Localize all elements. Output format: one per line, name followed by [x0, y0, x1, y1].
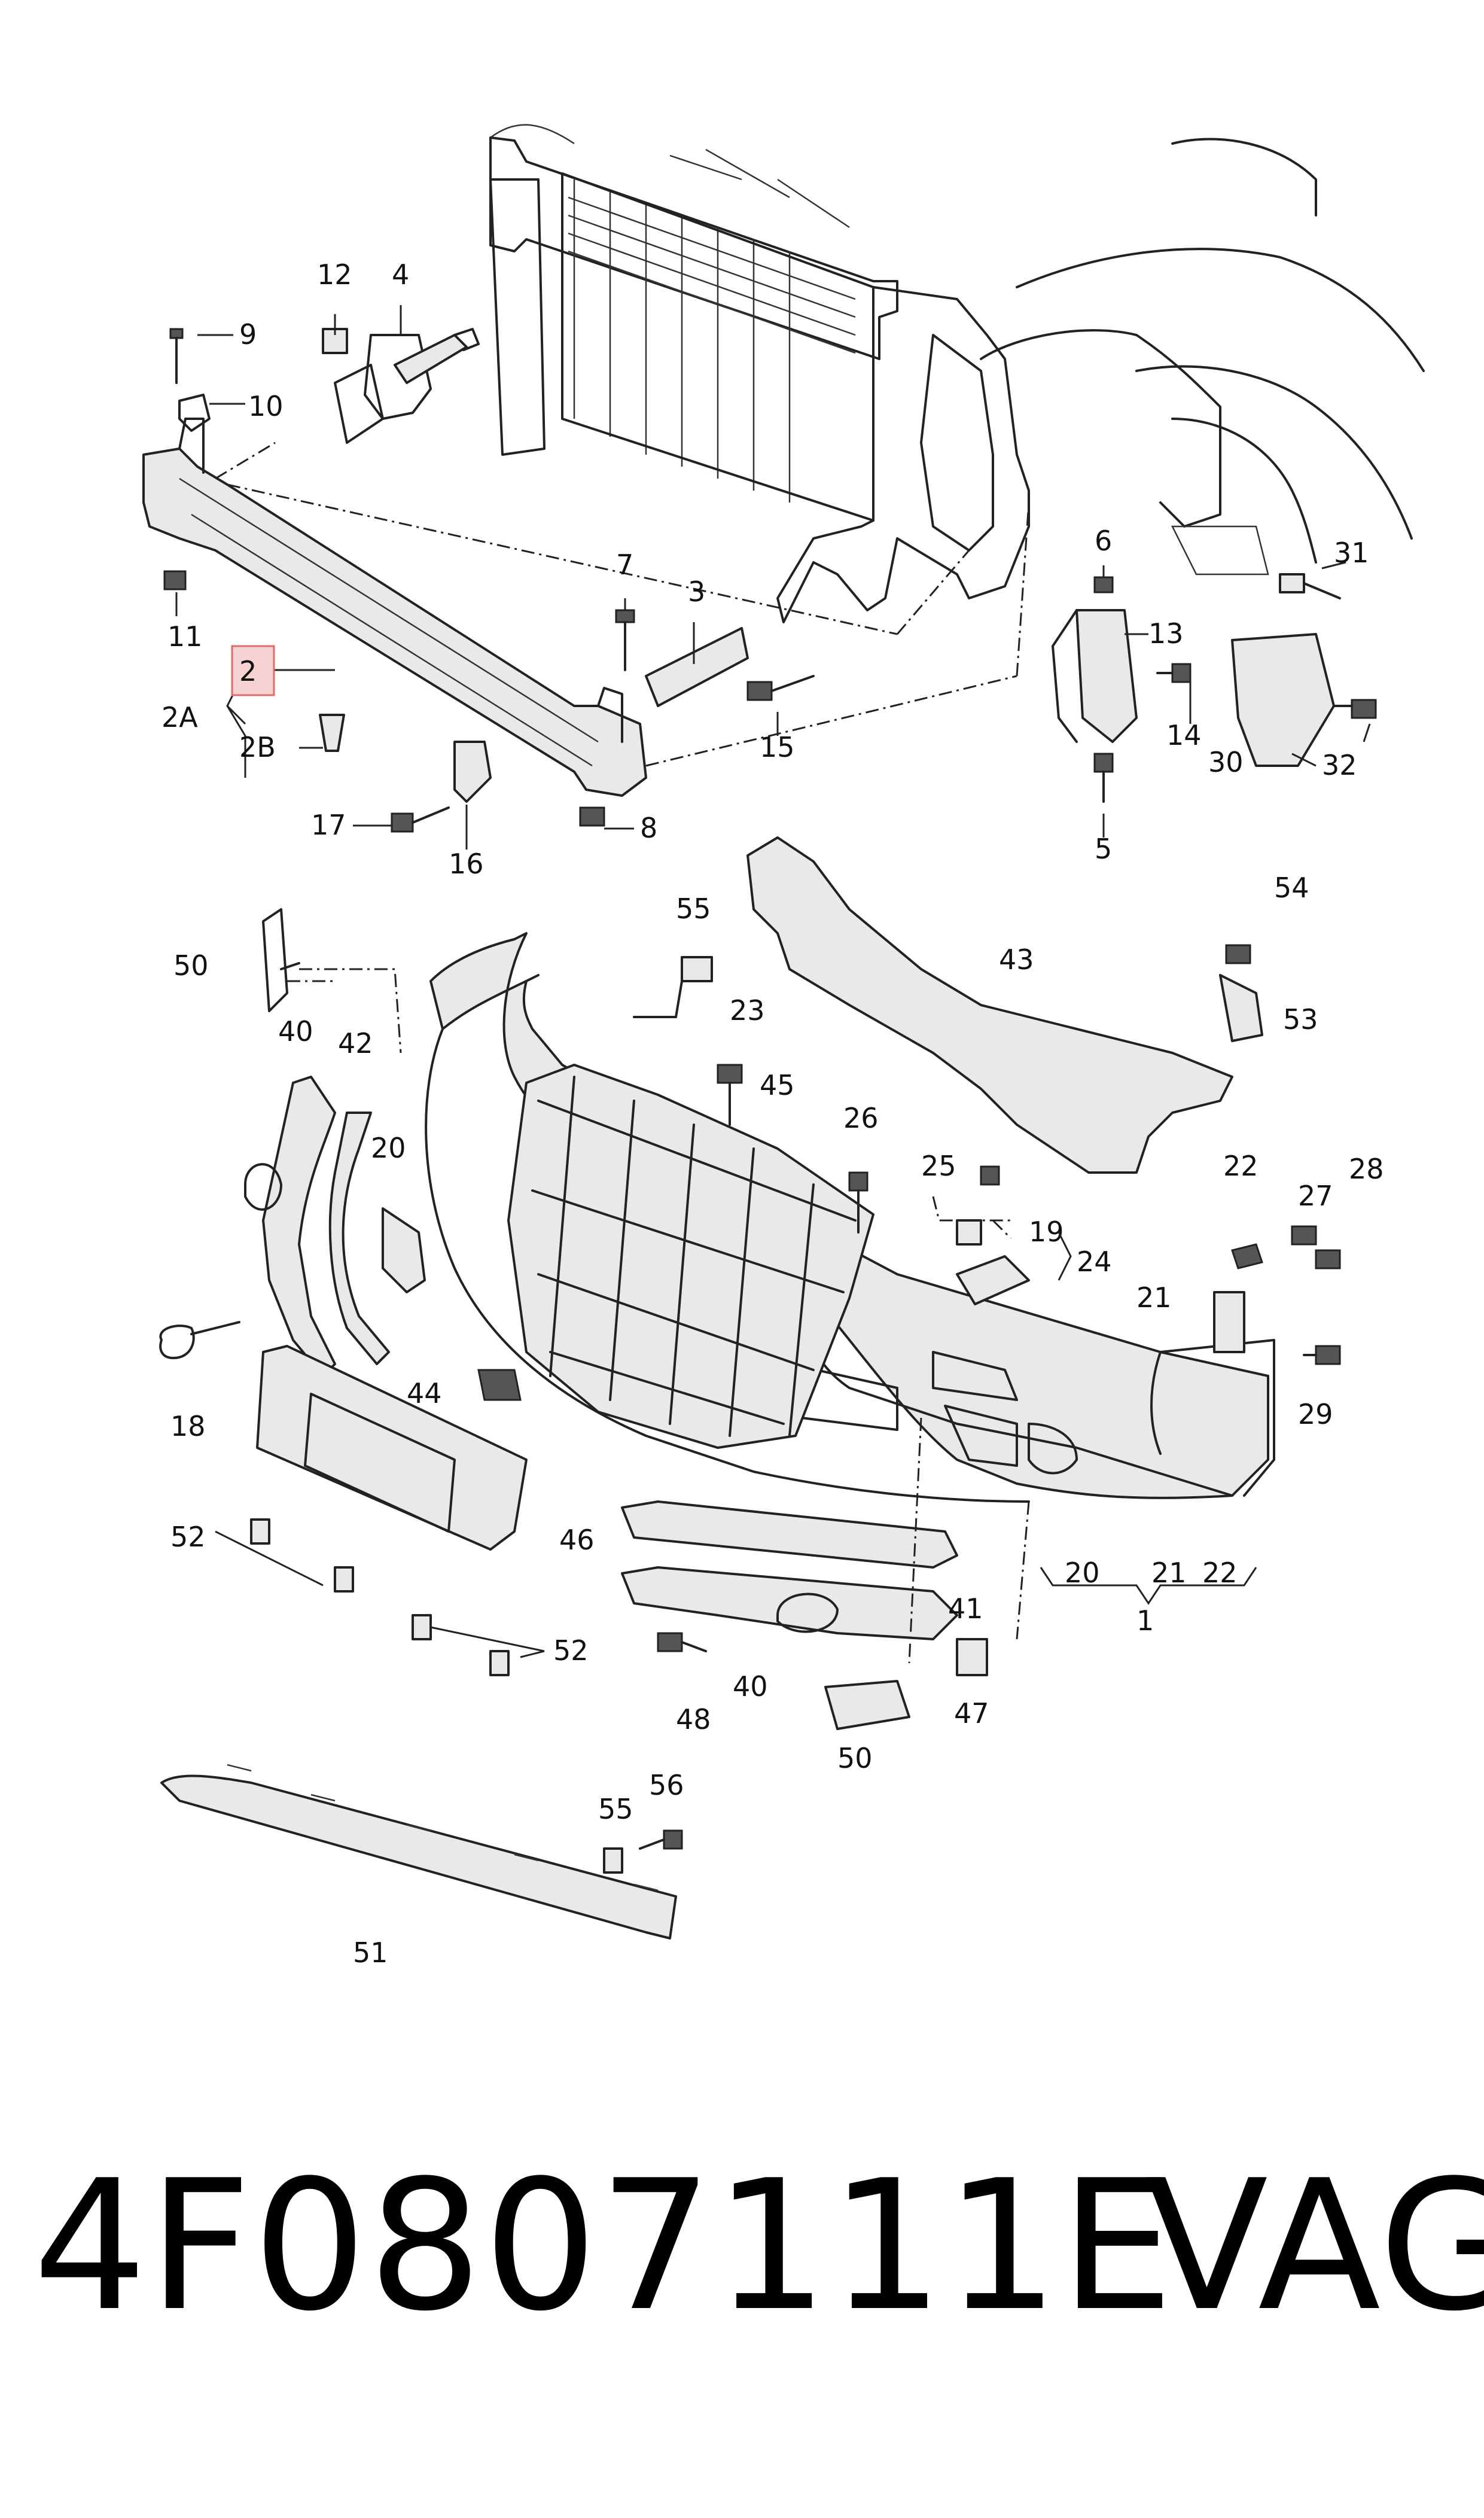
label-31: 31: [1334, 537, 1369, 569]
part-number: 4F0807111E: [33, 2142, 1175, 2350]
label-15: 15: [760, 731, 795, 763]
label-21b: 21: [1151, 1557, 1187, 1589]
label-56: 56: [649, 1769, 684, 1801]
label-21a: 21: [1136, 1281, 1172, 1314]
label-16: 16: [449, 848, 484, 880]
crash-box: [334, 328, 480, 444]
label-32: 32: [1322, 749, 1357, 781]
label-23: 23: [730, 994, 765, 1027]
label-52a: 52: [170, 1521, 206, 1553]
label-9: 9: [239, 318, 257, 351]
label-50a: 50: [173, 949, 209, 982]
label-17: 17: [311, 809, 346, 841]
label-55a: 55: [676, 893, 711, 925]
label-7: 7: [616, 549, 633, 581]
brand-name: VAG: [1145, 2142, 1484, 2350]
label-20b: 20: [1065, 1557, 1100, 1589]
label-50b: 50: [837, 1742, 873, 1774]
label-10: 10: [248, 390, 284, 422]
label-19: 19: [1029, 1216, 1064, 1248]
label-45: 45: [760, 1069, 795, 1101]
label-52b: 52: [553, 1634, 589, 1667]
label-11: 11: [167, 620, 203, 653]
label-2b: 2B: [239, 731, 276, 763]
radiator-assembly: [489, 124, 1425, 623]
label-4: 4: [392, 258, 409, 291]
label-5: 5: [1095, 833, 1112, 865]
label-29: 29: [1298, 1398, 1333, 1430]
label-8: 8: [640, 812, 657, 844]
licence-plate-bracket: [256, 1345, 528, 1551]
label-26: 26: [843, 1102, 879, 1134]
radiator-grille: [507, 1064, 874, 1449]
leader-lines: [175, 305, 1371, 850]
label-25: 25: [921, 1150, 956, 1182]
fasteners-top: [163, 328, 1377, 833]
label-30: 30: [1208, 746, 1244, 778]
impact-beam: [142, 418, 1030, 797]
label-13: 13: [1148, 617, 1184, 650]
label-1: 1: [1136, 1604, 1154, 1637]
label-48: 48: [676, 1703, 711, 1735]
label-41: 41: [948, 1593, 983, 1625]
exploded-parts-diagram: 2 2A 2B 3 4 5 6 7 8 9 10 11 12 13 14 15 …: [142, 124, 1425, 1969]
label-22b: 22: [1202, 1557, 1238, 1589]
label-18: 18: [170, 1410, 206, 1442]
fog-light-grille: [621, 1500, 958, 1640]
label-40a: 40: [278, 1015, 313, 1048]
lower-spoiler: [160, 1764, 677, 1940]
callout-labels: 2 2A 2B 3 4 5 6 7 8 9 10 11 12 13 14 15 …: [161, 258, 1384, 1969]
label-54: 54: [1274, 872, 1309, 904]
label-44: 44: [407, 1377, 442, 1409]
label-12: 12: [317, 258, 352, 291]
part-number-footer: 4F0807111E VAG: [33, 2142, 1484, 2350]
label-40b: 40: [733, 1670, 768, 1703]
label-2a: 2A: [161, 701, 198, 733]
left-side-parts: [159, 908, 426, 1377]
label-22a: 22: [1223, 1150, 1258, 1182]
label-27: 27: [1298, 1180, 1333, 1212]
label-14: 14: [1166, 719, 1202, 751]
label-42: 42: [338, 1027, 373, 1059]
label-47: 47: [954, 1697, 989, 1730]
label-43: 43: [999, 943, 1034, 976]
label-46: 46: [559, 1524, 595, 1556]
misc-clips: [250, 944, 1341, 1874]
label-6: 6: [1095, 525, 1112, 557]
label-2: 2: [239, 655, 257, 687]
label-53: 53: [1283, 1003, 1318, 1036]
group-brackets: [215, 1232, 1257, 1658]
label-20a: 20: [371, 1132, 406, 1164]
highlight-box: [231, 645, 275, 696]
label-51: 51: [353, 1937, 388, 1969]
label-24: 24: [1077, 1246, 1112, 1278]
label-55b: 55: [598, 1793, 633, 1825]
label-3: 3: [688, 576, 705, 608]
stone-guard: [746, 836, 1233, 1174]
label-28: 28: [1349, 1153, 1384, 1185]
